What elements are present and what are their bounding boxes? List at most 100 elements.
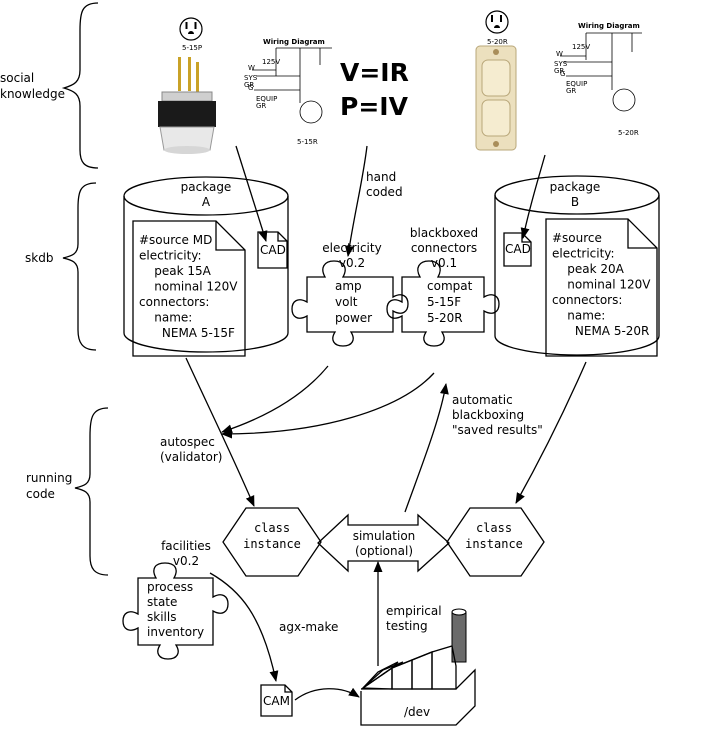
text-line: GR: [244, 81, 254, 89]
text-line: A: [202, 195, 211, 209]
text-line: GR: [566, 87, 576, 95]
text-line: SYS: [244, 74, 258, 82]
factory-dev: /dev: [360, 608, 476, 726]
text-line: electricity: [322, 241, 381, 255]
svg-text:V=IR: V=IR: [340, 58, 409, 87]
svg-text:simulation(optional): simulation(optional): [353, 529, 416, 558]
svg-text:5-20R: 5-20R: [618, 129, 639, 137]
svg-text:5-15R: 5-15R: [297, 138, 318, 146]
brace-skdb: [62, 182, 97, 351]
text-line: social: [0, 71, 34, 85]
text-line: power: [335, 311, 372, 325]
text-line: coded: [366, 185, 403, 199]
svg-text:agx-make: agx-make: [279, 620, 338, 634]
text-line: instance: [243, 537, 301, 551]
text-line: (validator): [160, 450, 222, 464]
svg-text:/dev: /dev: [404, 705, 430, 719]
agx-make-label: agx-make: [279, 620, 338, 634]
text-line: #source: [552, 231, 602, 245]
package-a-cad-file: CAD: [257, 231, 288, 269]
svg-text:W: W: [248, 64, 255, 72]
text-line: nominal 120V: [139, 280, 238, 294]
text-line: facilities: [161, 539, 211, 553]
text-line: skdb: [25, 251, 53, 265]
autospec-label: autospec(validator): [160, 435, 222, 464]
svg-text:W: W: [556, 50, 563, 58]
cam-file: CAM: [260, 684, 293, 717]
svg-text:5-15P: 5-15P: [182, 44, 202, 52]
text-line: (optional): [355, 544, 413, 558]
text-line: 5-20R: [427, 311, 463, 325]
text-line: #source MD: [139, 233, 212, 247]
svg-text:G: G: [560, 70, 565, 78]
text-line: electricity:: [552, 247, 615, 261]
svg-text:autospec(validator): autospec(validator): [160, 435, 222, 464]
text-line: hand: [366, 170, 396, 184]
text-line: v0.2: [173, 554, 199, 568]
text-line: connectors:: [139, 295, 209, 309]
text-line: automatic: [452, 393, 513, 407]
receptacle-5-20r-photo: 5-20R: [475, 10, 517, 151]
text-line: code: [26, 487, 55, 501]
svg-text:CAD: CAD: [260, 243, 286, 257]
svg-text:125V: 125V: [262, 58, 280, 66]
layer-label-skdb: skdb: [25, 251, 53, 265]
text-line: package: [181, 180, 232, 194]
text-line: compat: [427, 279, 473, 293]
brace-social-knowledge: [61, 2, 99, 169]
text-line: peak 15A: [139, 264, 212, 278]
text-line: state: [147, 595, 177, 609]
plug-5-15p-photo: 5-15P: [132, 8, 238, 163]
text-line: blackboxing: [452, 408, 524, 422]
facilities-puzzle-piece: [122, 562, 229, 660]
text-line: amp: [335, 279, 362, 293]
text-line: empirical: [386, 604, 442, 618]
text-line: knowledge: [0, 87, 65, 101]
svg-text:CAM: CAM: [263, 694, 290, 708]
text-line: class: [476, 521, 512, 535]
text-line: simulation: [353, 529, 416, 543]
svg-text:G: G: [248, 84, 253, 92]
text-line: B: [571, 195, 579, 209]
text-line: v0.2: [339, 256, 365, 270]
text-line: name:: [552, 309, 605, 323]
text-line: connectors:: [552, 293, 622, 307]
svg-text:125V: 125V: [572, 43, 590, 51]
text-line: process: [147, 580, 193, 594]
text-line: autospec: [160, 435, 215, 449]
text-line: v0.1: [431, 256, 457, 270]
svg-text:P=IV: P=IV: [340, 92, 409, 121]
text-line: volt: [335, 295, 358, 309]
text-line: "saved results": [452, 423, 543, 437]
electricity-module-body: amp volt power: [335, 279, 372, 325]
svg-text:Wiring Diagram: Wiring Diagram: [578, 22, 640, 30]
text-line: NEMA 5-15F: [139, 326, 235, 340]
